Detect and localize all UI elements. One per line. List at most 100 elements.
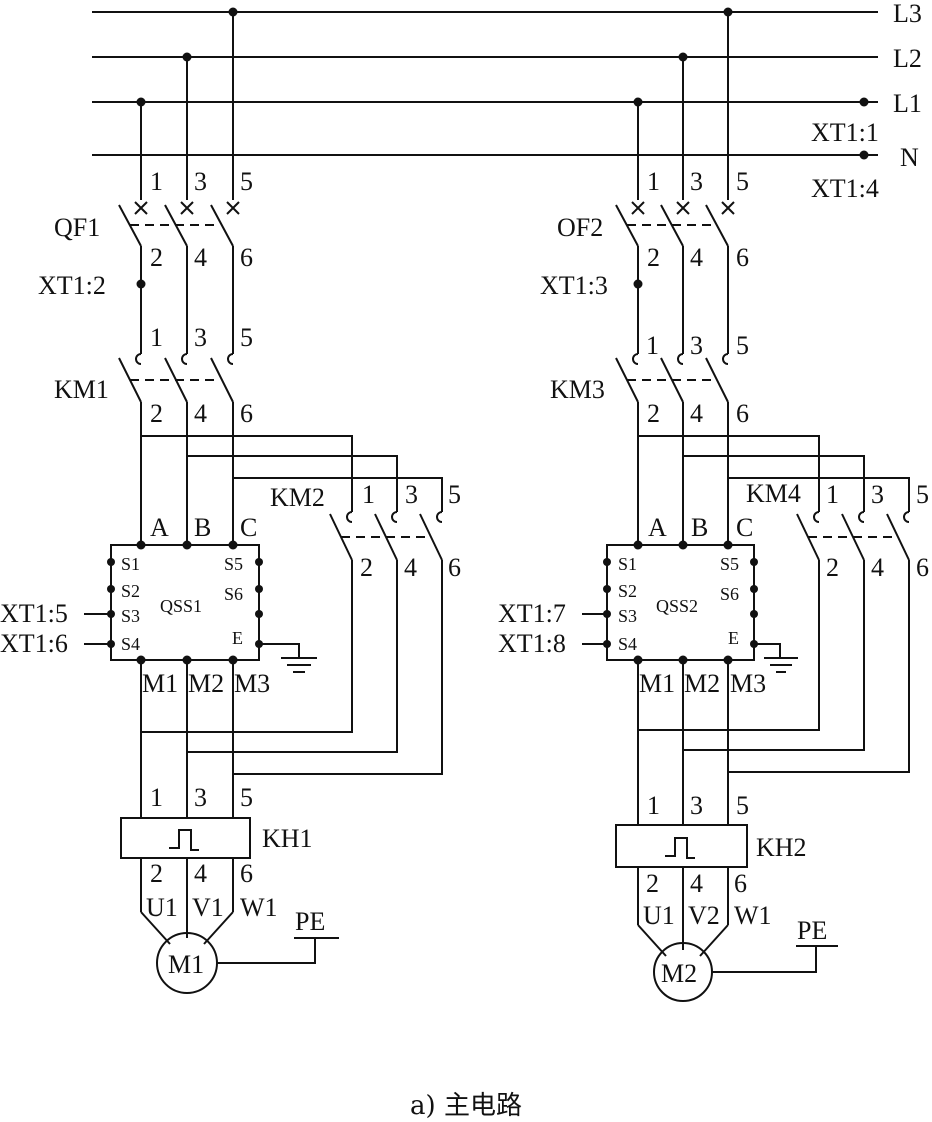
terminal-number: 5 bbox=[448, 480, 461, 509]
terminal-number: 3 bbox=[194, 323, 207, 352]
output-m1-label: M1 bbox=[142, 669, 178, 698]
terminal-number: 3 bbox=[690, 331, 703, 360]
terminal-number: 3 bbox=[871, 480, 884, 509]
input-b-label: B bbox=[691, 513, 708, 542]
ground-icon bbox=[259, 643, 317, 673]
terminal-e-label: E bbox=[728, 628, 739, 648]
soft-starter-qss2: A B C S1 S2 S3 S4 S5 S6 E QSS2 M1 M2 M3 bbox=[603, 513, 766, 698]
thermal-element-icon bbox=[169, 829, 199, 851]
terminal-number: 5 bbox=[240, 167, 253, 196]
terminal-number: 6 bbox=[736, 399, 749, 428]
thermal-relay-kh2-label: KH2 bbox=[756, 833, 807, 862]
breaker-qf1: QF1 XT1:2 bbox=[38, 201, 240, 354]
terminal-number: 4 bbox=[194, 243, 207, 272]
terminal-number: 2 bbox=[647, 399, 660, 428]
terminal-number: 6 bbox=[736, 243, 749, 272]
terminal-number: 2 bbox=[826, 553, 839, 582]
breaker-of2: OF2 XT1:3 bbox=[540, 201, 735, 354]
terminal-s2-label: S2 bbox=[618, 581, 637, 601]
terminal-s4-label: S4 bbox=[121, 634, 140, 654]
terminal-xt1-4-label: XT1:4 bbox=[811, 174, 879, 203]
terminal-number: 2 bbox=[647, 243, 660, 272]
figure-caption: a) 主电路 bbox=[410, 1091, 522, 1121]
pe-label: PE bbox=[295, 907, 325, 936]
output-m2-label: M2 bbox=[188, 669, 224, 698]
contactor-km2-label: KM2 bbox=[270, 483, 325, 512]
contactor-km1-label: KM1 bbox=[54, 375, 109, 404]
terminal-number: 2 bbox=[150, 859, 163, 888]
terminal-number: 5 bbox=[736, 167, 749, 196]
terminal-number: 1 bbox=[150, 167, 163, 196]
bus-l1-label: L1 bbox=[893, 89, 922, 118]
soft-starter-qss1: A B C S1 S2 S3 S4 S5 S6 E QSS1 M1 M2 M3 bbox=[107, 513, 270, 698]
terminal-number: 5 bbox=[736, 791, 749, 820]
breaker-qf1-label: QF1 bbox=[54, 213, 100, 242]
terminal-number: 6 bbox=[916, 553, 929, 582]
left-branch: QF1 XT1:2 1 3 5 2 4 6 KM1 1 3 5 2 4 6 bbox=[0, 7, 461, 994]
terminal-s3-label: S3 bbox=[121, 606, 140, 626]
input-c-label: C bbox=[736, 513, 753, 542]
terminal-number: 4 bbox=[194, 399, 207, 428]
motor-m1: M1 bbox=[156, 932, 218, 994]
terminal-number: 5 bbox=[240, 323, 253, 352]
terminal-xt1-1-label: XT1:1 bbox=[811, 118, 879, 147]
terminal-number: 5 bbox=[240, 783, 253, 812]
terminal-xt1-5-label: XT1:5 bbox=[0, 599, 68, 628]
terminal-number: 1 bbox=[150, 323, 163, 352]
terminal-xt1-8-label: XT1:8 bbox=[498, 629, 566, 658]
phase-u-label: U1 bbox=[146, 893, 178, 922]
contactor-km3-label: KM3 bbox=[550, 375, 605, 404]
terminal-xt1-2-label: XT1:2 bbox=[38, 271, 106, 300]
terminal-number: 3 bbox=[405, 480, 418, 509]
terminal-number: 6 bbox=[448, 553, 461, 582]
input-c-label: C bbox=[240, 513, 257, 542]
contactor-km2: KM2 bbox=[270, 483, 443, 561]
terminal-s5-label: S5 bbox=[720, 554, 739, 574]
terminal-xt1-3-label: XT1:3 bbox=[540, 271, 608, 300]
terminal-s1-label: S1 bbox=[121, 554, 140, 574]
output-m3-label: M3 bbox=[730, 669, 766, 698]
terminal-number: 3 bbox=[194, 783, 207, 812]
supply-buses: L3 L2 L1 N XT1:1 XT1:4 bbox=[92, 0, 922, 203]
thermal-relay-kh2: KH2 bbox=[615, 824, 807, 868]
terminal-number: 3 bbox=[690, 167, 703, 196]
phase-v-label: V1 bbox=[192, 893, 224, 922]
thermal-relay-kh1-label: KH1 bbox=[262, 824, 313, 853]
contactor-km3: KM3 bbox=[550, 353, 729, 404]
terminal-s3-label: S3 bbox=[618, 606, 637, 626]
terminal-s2-label: S2 bbox=[121, 581, 140, 601]
terminal-number: 6 bbox=[240, 243, 253, 272]
terminal-s6-label: S6 bbox=[720, 584, 739, 604]
motor-m2: M2 bbox=[653, 942, 713, 1002]
contactor-km1: KM1 bbox=[54, 353, 234, 404]
terminal-number: 1 bbox=[646, 331, 659, 360]
input-a-label: A bbox=[150, 513, 169, 542]
terminal-s5-label: S5 bbox=[224, 554, 243, 574]
output-m2-label: M2 bbox=[684, 669, 720, 698]
input-b-label: B bbox=[194, 513, 211, 542]
terminal-number: 4 bbox=[871, 553, 884, 582]
terminal-e-label: E bbox=[232, 628, 243, 648]
terminal-xt1-6-label: XT1:6 bbox=[0, 629, 68, 658]
terminal-number: 2 bbox=[646, 869, 659, 898]
terminal-s6-label: S6 bbox=[224, 584, 243, 604]
soft-starter-qss2-label: QSS2 bbox=[656, 596, 698, 616]
terminal-number: 3 bbox=[194, 167, 207, 196]
terminal-number: 2 bbox=[150, 243, 163, 272]
terminal-xt1-7-label: XT1:7 bbox=[498, 599, 566, 628]
terminal-number: 1 bbox=[150, 783, 163, 812]
motor-m1-label: M1 bbox=[168, 950, 204, 979]
terminal-number: 2 bbox=[360, 553, 373, 582]
terminal-number: 4 bbox=[690, 869, 703, 898]
terminal-number: 5 bbox=[736, 331, 749, 360]
thermal-element-icon bbox=[665, 837, 695, 859]
soft-starter-qss1-label: QSS1 bbox=[160, 596, 202, 616]
terminal-number: 4 bbox=[194, 859, 207, 888]
terminal-s1-label: S1 bbox=[618, 554, 637, 574]
output-m1-label: M1 bbox=[639, 669, 675, 698]
bus-l3-label: L3 bbox=[893, 0, 922, 28]
terminal-number: 4 bbox=[690, 243, 703, 272]
terminal-number: 1 bbox=[647, 167, 660, 196]
terminal-number: 1 bbox=[362, 480, 375, 509]
